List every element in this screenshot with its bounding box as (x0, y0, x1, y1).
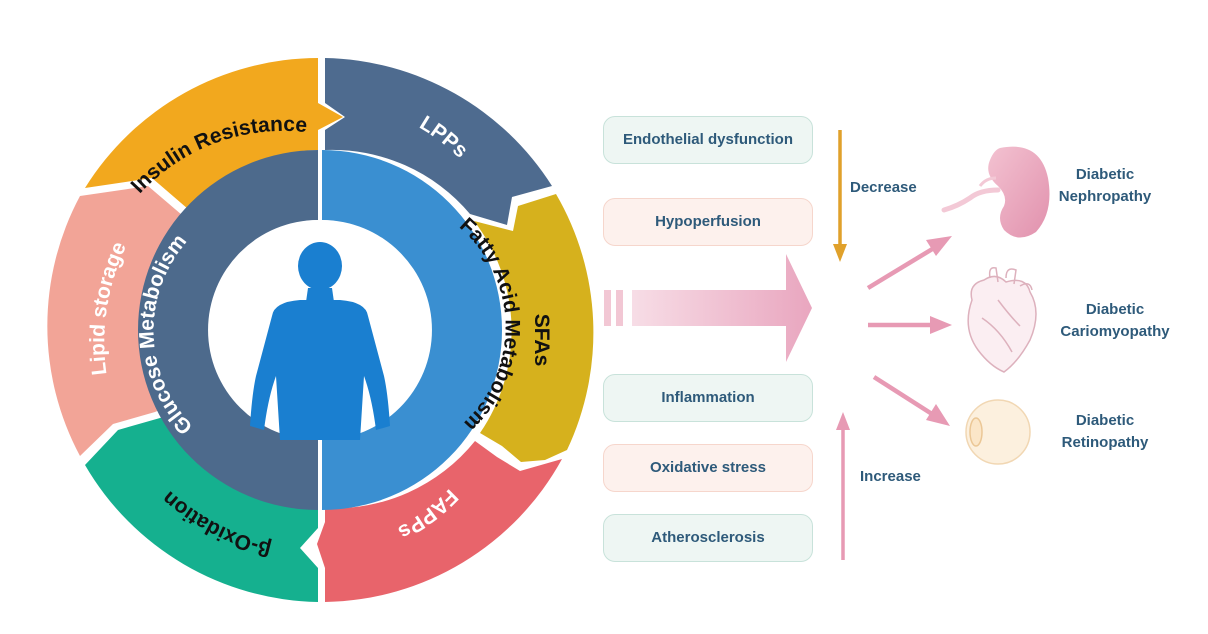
outcome-nephropathy: Diabetic Nephropathy (1058, 166, 1152, 205)
outcome-cardiomyopathy: Diabetic Cariomyopathy (1060, 301, 1170, 340)
effect-box-atherosclerosis: Atherosclerosis (603, 514, 813, 562)
increase-label: Increase (860, 468, 921, 485)
effect-label: Oxidative stress (650, 459, 766, 476)
segment-sfas (474, 194, 594, 462)
increase-arrow-icon (836, 412, 850, 560)
effect-label: Inflammation (661, 389, 755, 406)
outcome-retinopathy: Diabetic Retinopathy (1061, 412, 1149, 451)
kidney-icon (941, 146, 1050, 238)
segment-fapps (317, 441, 562, 602)
segment-lpps (325, 58, 552, 225)
inner-ring-glucose (138, 150, 318, 510)
label-sfas: SFAs (530, 314, 553, 367)
effect-label: Hypoperfusion (655, 213, 761, 230)
segment-beta-oxidation (85, 412, 318, 602)
effect-label: Atherosclerosis (651, 529, 765, 546)
inner-ring-fatty-acid (322, 150, 502, 510)
decrease-arrow-icon (833, 130, 847, 262)
effect-box-oxidative-stress: Oxidative stress (603, 444, 813, 492)
segment-insulin-resistance (85, 58, 343, 209)
decrease-label: Decrease (850, 179, 917, 196)
effect-box-endothelial-dysfunction: Endothelial dysfunction (603, 116, 813, 164)
eye-icon (965, 399, 1031, 465)
effect-label: Endothelial dysfunction (622, 131, 793, 148)
outcome-arrows (866, 236, 952, 426)
big-arrow-icon (604, 254, 812, 362)
heart-icon (967, 266, 1037, 373)
effect-box-hypoperfusion: Hypoperfusion (603, 198, 813, 246)
human-silhouette-icon (250, 242, 390, 440)
effect-box-inflammation: Inflammation (603, 374, 813, 422)
